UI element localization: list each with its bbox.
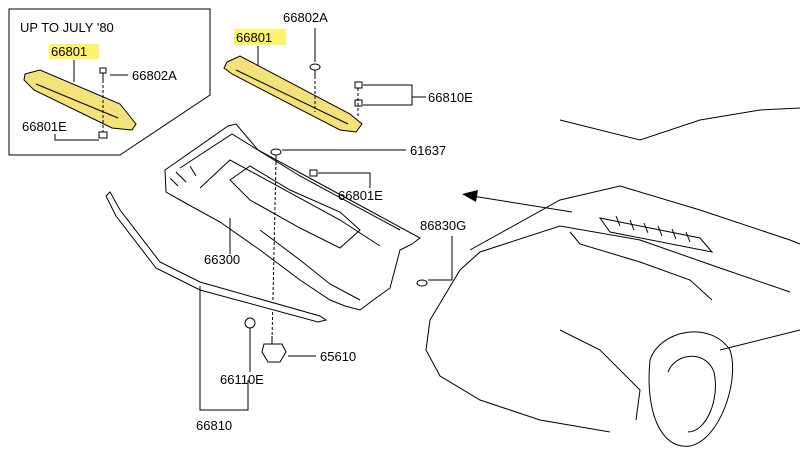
inset-fastener-icon	[98, 131, 108, 139]
label-66810e[interactable]: 66810E	[428, 90, 473, 105]
mid-fastener-icon	[309, 169, 318, 177]
cowl-panel[interactable]	[164, 123, 421, 311]
car-cowl-edge	[569, 231, 713, 301]
strip-edge	[235, 69, 349, 125]
car-roof-line	[559, 107, 801, 141]
main-highlight-box	[234, 29, 286, 45]
cowl-panel-detail	[169, 165, 197, 187]
label-61637[interactable]: 61637	[410, 143, 446, 158]
inset-label-66801e[interactable]: 66801E	[22, 119, 67, 134]
cowl-panel-group: 66300 61637 66801E 86830G	[164, 123, 466, 341]
cowl-top-strip-group: 66801 66802A 66810E	[223, 10, 473, 133]
inset-label-66801[interactable]: 66801	[51, 44, 87, 59]
car-vent	[598, 217, 714, 253]
cowl-panel-lower	[259, 229, 361, 301]
cowl-panel-opening	[229, 165, 361, 249]
cowl-panel-inner	[199, 159, 381, 247]
cowl-panel-ridge	[179, 133, 401, 231]
car-wheel	[667, 355, 716, 433]
inset-panel: UP TO JULY '80 66801 66802A 66801E	[8, 8, 211, 156]
weatherstrip-group: 66810 66110E 65610	[105, 191, 356, 433]
inset-fastener-leader	[54, 134, 99, 141]
weatherstrip[interactable]	[105, 191, 328, 323]
label-86830g[interactable]: 86830G	[420, 218, 466, 233]
car-vent-slats	[615, 215, 691, 243]
inset-cowl-strip[interactable]	[23, 69, 137, 131]
car-headlight	[559, 329, 641, 421]
car-hood-line	[429, 225, 791, 321]
label-66110e[interactable]: 66110E	[220, 372, 264, 387]
inset-border	[8, 8, 211, 156]
inset-highlight-box	[49, 44, 99, 59]
leader-66810e	[363, 84, 413, 106]
inset-strip-edge	[35, 83, 119, 119]
inset-title: UP TO JULY '80	[20, 20, 114, 35]
drain-icon	[261, 336, 287, 363]
leader-86830g	[428, 236, 453, 281]
screw-icon	[270, 148, 282, 162]
label-66802a[interactable]: 66802A	[283, 10, 328, 25]
seal-clip-icon	[416, 279, 428, 287]
label-66810[interactable]: 66810	[196, 418, 232, 433]
car-outline	[425, 107, 801, 447]
location-arrow	[462, 190, 573, 213]
leader-66810	[199, 286, 249, 411]
label-66300[interactable]: 66300	[204, 252, 240, 267]
inset-clip-icon	[99, 67, 107, 80]
car-front-line	[425, 319, 611, 433]
clip-icon	[309, 63, 321, 76]
label-66801e[interactable]: 66801E	[338, 188, 383, 203]
label-66801[interactable]: 66801	[236, 30, 272, 45]
label-65610[interactable]: 65610	[320, 349, 356, 364]
grommet-icon	[244, 317, 256, 329]
car-side-line	[719, 329, 801, 351]
inset-label-66802a[interactable]: 66802A	[132, 68, 177, 83]
car-wheel-arch	[648, 331, 734, 447]
leader-66801e	[318, 172, 371, 188]
car-cowl-line	[469, 185, 801, 251]
cowl-top-strip[interactable]	[223, 55, 363, 133]
